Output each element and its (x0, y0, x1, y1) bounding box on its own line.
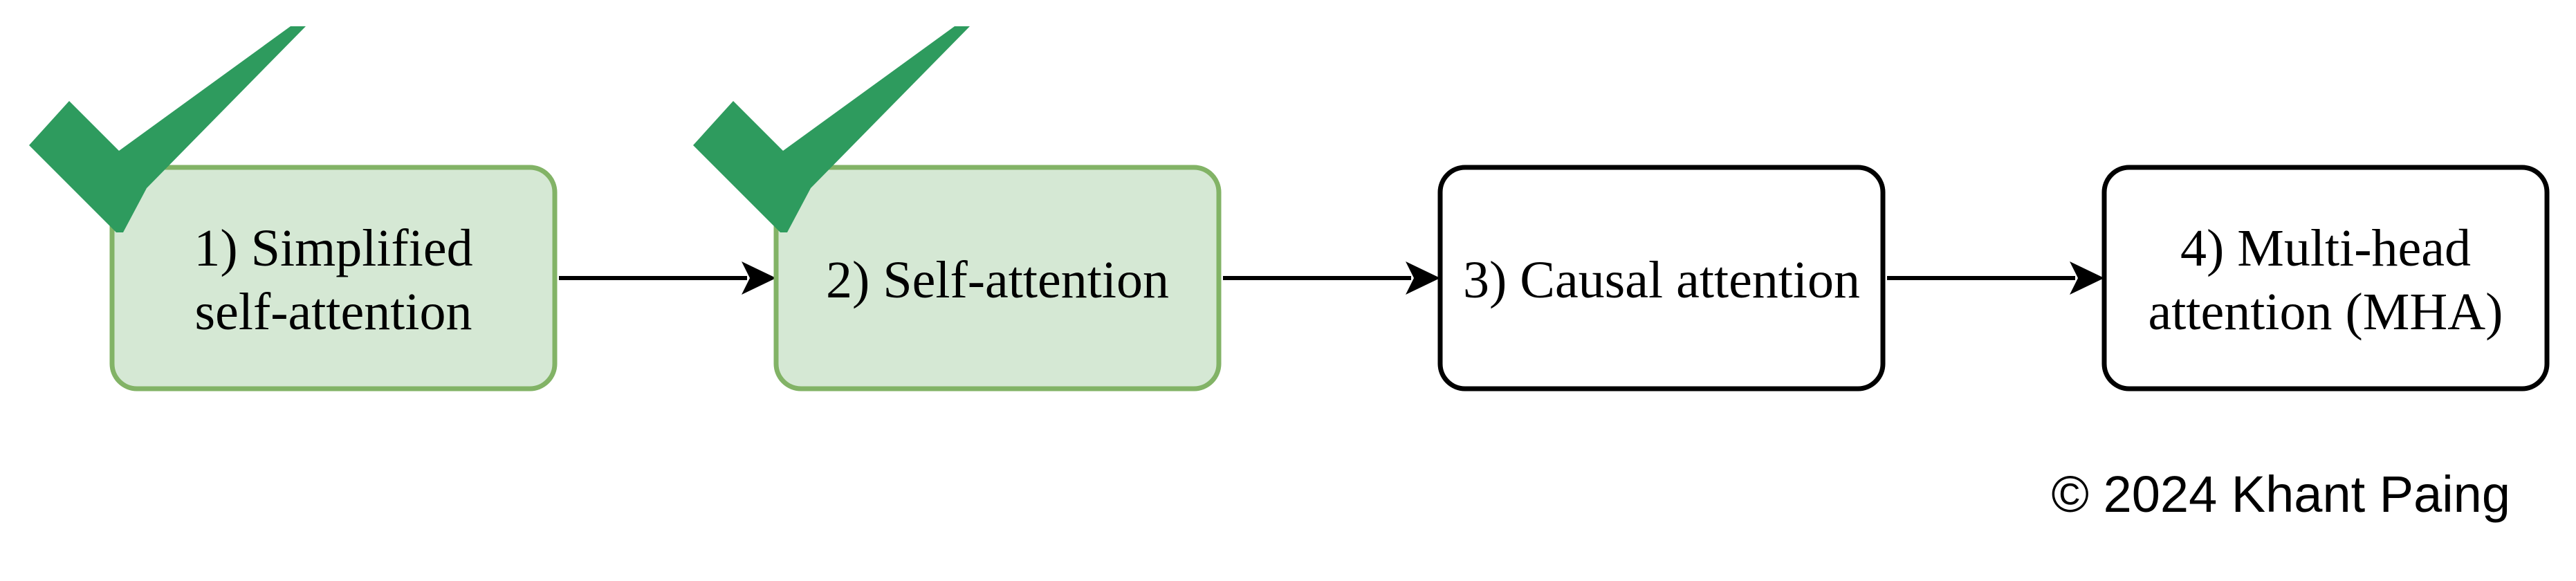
connector-arrow-2-3 (1223, 261, 1440, 295)
checkmark-icon (29, 26, 306, 232)
connector-arrow-1-2 (559, 261, 776, 295)
copyright-notice: © 2024 Khant Paing (2051, 465, 2510, 523)
step-4-label-line-2: attention (MHA) (2149, 283, 2503, 341)
step-1-label-line-1: 1) Simplified (194, 219, 472, 277)
step-box-4: 4) Multi-head attention (MHA) (2101, 165, 2550, 391)
step-1-label-line-2: self-attention (195, 283, 472, 341)
connector-arrow-3-4 (1887, 261, 2104, 295)
step-4-label-line-1: 4) Multi-head (2180, 219, 2471, 277)
step-2-label: 2) Self-attention (826, 251, 1169, 309)
step-box-3: 3) Causal attention (1437, 165, 1886, 391)
checkmark-icon (693, 26, 970, 232)
step-3-label: 3) Causal attention (1463, 251, 1860, 309)
step-box-1: 1) Simplified self-attention (109, 165, 558, 391)
step-box-2: 2) Self-attention (773, 165, 1222, 391)
